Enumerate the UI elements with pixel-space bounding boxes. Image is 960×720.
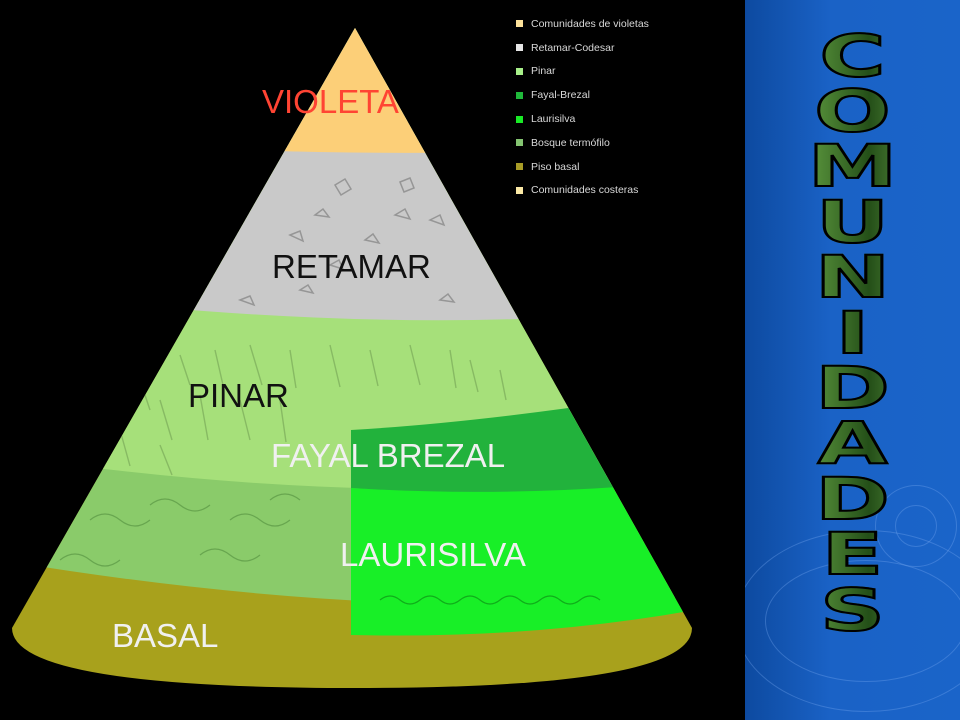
title-letter: I: [745, 302, 960, 362]
legend-label: Piso basal: [531, 160, 580, 173]
legend-item: Bosque termófilo: [516, 131, 649, 155]
legend-item: Pinar: [516, 60, 649, 84]
legend-swatch: [516, 44, 523, 52]
title-letter: D: [745, 469, 960, 529]
legend-swatch: [516, 163, 523, 171]
side-panel: C O M U N I D A D E S: [745, 0, 960, 720]
zone-label-pinar: PINAR: [188, 377, 289, 414]
legend-swatch: [516, 139, 523, 147]
legend-item: Retamar-Codesar: [516, 36, 649, 60]
legend-label: Bosque termófilo: [531, 136, 610, 149]
legend-label: Retamar-Codesar: [531, 41, 615, 54]
title-letter: U: [745, 192, 960, 252]
vegetation-pyramid: VIOLETA RETAMAR PINAR FAYAL BREZAL LAURI…: [12, 28, 692, 688]
legend-label: Laurisilva: [531, 113, 576, 126]
vertical-title: C O M U N I D A D E S: [745, 25, 960, 639]
retamar-texture: [237, 177, 456, 307]
zone-label-laurisilva: LAURISILVA: [340, 536, 526, 573]
legend-item: Laurisilva: [516, 107, 649, 131]
legend-swatch: [516, 186, 523, 194]
title-letter: S: [745, 579, 960, 639]
legend-label: Fayal-Brezal: [531, 89, 590, 102]
title-letter: E: [745, 524, 960, 584]
legend-item: Fayal-Brezal: [516, 83, 649, 107]
title-letter: A: [745, 413, 960, 473]
legend-item: Piso basal: [516, 155, 649, 179]
title-letter: N: [745, 247, 960, 307]
legend-item: Comunidades costeras: [516, 179, 649, 203]
title-letter: M: [745, 136, 960, 196]
legend-swatch: [516, 20, 523, 28]
title-letter: O: [745, 81, 960, 141]
legend-item: Comunidades de violetas: [516, 12, 649, 36]
legend-swatch: [516, 115, 523, 123]
legend-label: Pinar: [531, 65, 556, 78]
title-letter: D: [745, 358, 960, 418]
laurisilva-texture: [379, 595, 601, 605]
legend-label: Comunidades costeras: [531, 184, 639, 197]
zone-label-basal: BASAL: [112, 617, 218, 654]
pinar-texture: [119, 344, 507, 476]
legend-swatch: [516, 67, 523, 75]
ripple-decoration: [745, 530, 960, 712]
legend: Comunidades de violetas Retamar-Codesar …: [516, 12, 649, 202]
zone-label-retamar: RETAMAR: [272, 248, 431, 285]
title-letter: C: [745, 25, 960, 85]
legend-label: Comunidades de violetas: [531, 17, 649, 30]
zone-label-violeta: VIOLETA: [262, 83, 399, 120]
legend-swatch: [516, 91, 523, 99]
zone-label-fayal-brezal: FAYAL BREZAL: [271, 437, 505, 474]
termofilo-texture: [59, 493, 301, 567]
